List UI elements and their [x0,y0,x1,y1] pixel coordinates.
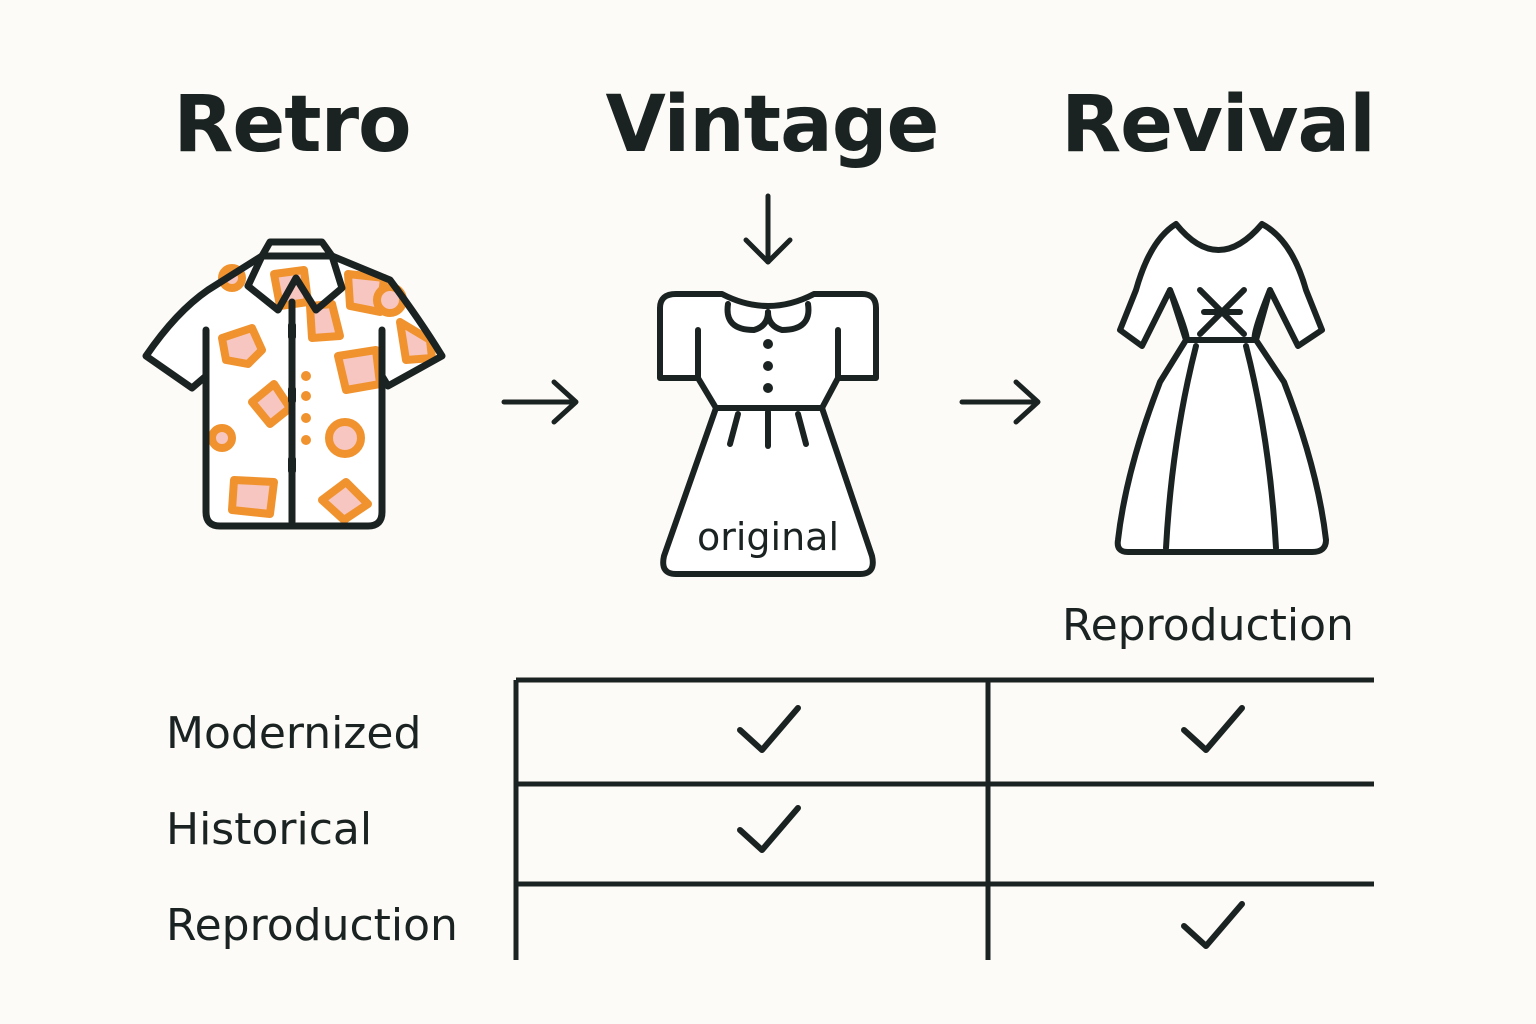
arrow-right-icon [959,379,1041,425]
comparison-table-grid [513,677,1374,960]
row-label-modernized: Modernized [166,708,422,759]
dress-icon [657,291,879,577]
checkmark-icon [737,805,801,853]
row-label-reproduction: Reproduction [166,900,458,951]
checkmark-icon [737,705,801,753]
checkmark-icon [1181,705,1245,753]
reproduction-caption: Reproduction [1062,600,1354,651]
checkmark-icon [1181,901,1245,949]
patterned-shirt-icon [142,238,446,530]
arrow-down-icon [743,193,793,265]
heading-retro: Retro [173,80,411,170]
dress-buttons [763,339,773,393]
arrow-right-icon [501,379,579,425]
row-label-historical: Historical [166,804,373,855]
heading-revival: Revival [1061,80,1376,170]
heading-vintage: Vintage [605,80,940,170]
original-label: original [696,515,840,559]
lace-up-gown-icon [1114,221,1329,555]
